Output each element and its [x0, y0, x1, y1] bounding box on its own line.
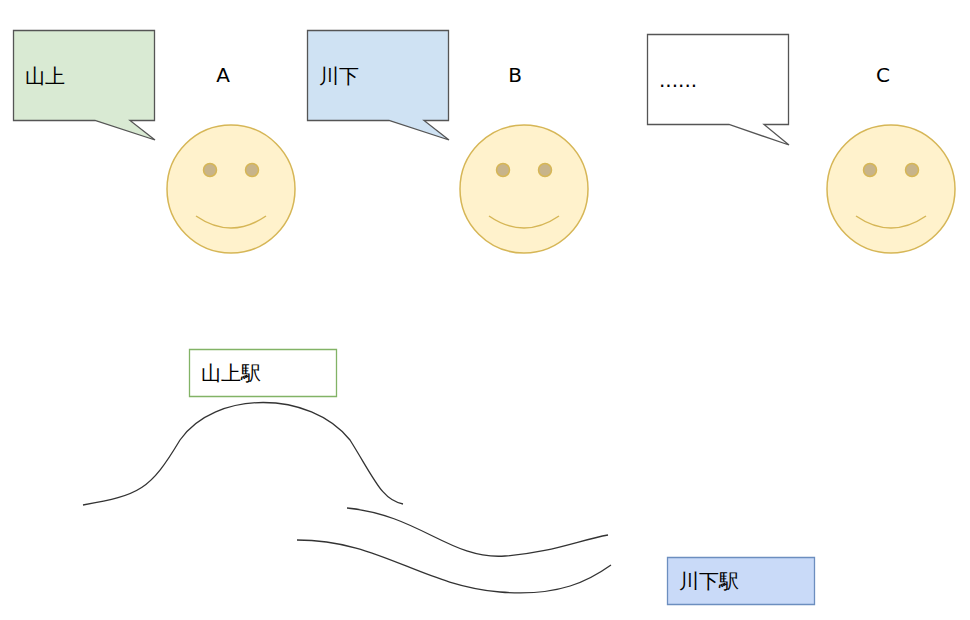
face	[167, 125, 295, 253]
speech-text: 川下	[319, 64, 437, 88]
face	[460, 125, 588, 253]
person-label: A	[216, 63, 230, 87]
mountain-line	[83, 403, 403, 506]
person-label: B	[508, 63, 522, 87]
person-label: C	[876, 63, 890, 87]
speech-text: ......	[659, 68, 777, 92]
station-box: 川下駅	[667, 557, 815, 605]
river-line	[347, 508, 608, 556]
river-line	[297, 540, 611, 593]
face	[827, 125, 955, 253]
station-box: 山上駅	[189, 349, 337, 397]
speech-text: 山上	[25, 64, 143, 88]
speech-bubble: ......	[647, 34, 789, 125]
station-name: 川下駅	[679, 569, 803, 593]
station-name: 山上駅	[201, 361, 325, 385]
speech-bubble: 山上	[13, 30, 155, 121]
speech-bubble: 川下	[307, 30, 449, 121]
